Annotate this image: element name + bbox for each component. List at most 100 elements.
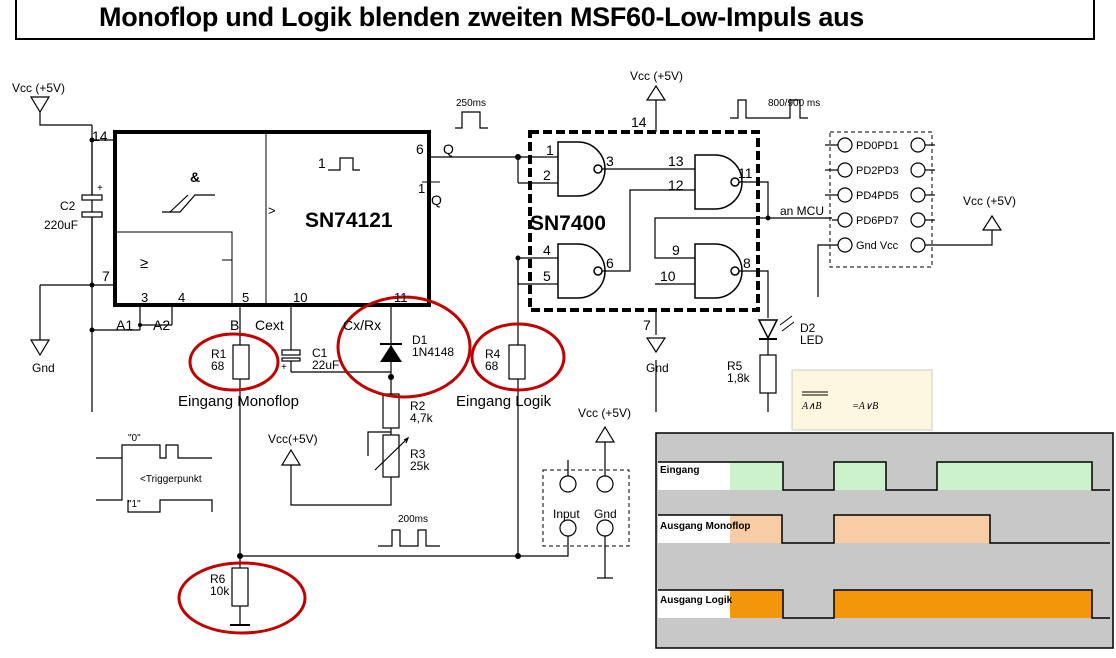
vcc-label-left: Vcc (+5V) — [12, 81, 65, 95]
input-label: Input — [553, 507, 580, 521]
pin7-sn7400: 7 — [643, 317, 651, 333]
chip-sn7400-label: SN7400 — [530, 212, 606, 235]
gate-pin3: 3 — [606, 153, 614, 169]
gate-pin5: 5 — [543, 268, 551, 284]
r3-value: 25k — [410, 459, 430, 473]
formula-left: A∧B — [801, 401, 822, 412]
signal-one-label: "1" — [128, 499, 141, 510]
highlight-d1 — [336, 295, 472, 399]
pin7-sn74121: 7 — [102, 268, 110, 284]
r5-resistor — [759, 354, 777, 394]
r6-name: R6 — [210, 572, 226, 586]
gate-pin11: 11 — [738, 165, 753, 181]
gate-pin13: 13 — [668, 153, 684, 169]
cext-label: Cext — [255, 317, 284, 333]
gate-pin4: 4 — [543, 242, 551, 258]
c2-capacitor — [81, 194, 103, 218]
c2-value: 220uF — [44, 218, 78, 232]
pin10-label: 10 — [293, 290, 307, 305]
vcc-label-top: Vcc (+5V) — [630, 69, 683, 83]
c1-capacitor — [281, 349, 301, 356]
r6-value: 10k — [210, 584, 230, 598]
triggerpunkt-label: <Triggerpunkt — [140, 474, 202, 485]
pulse-250ms: 250ms — [456, 98, 486, 109]
formula-box — [791, 369, 933, 431]
input-connector — [542, 469, 630, 547]
pin1-label: 1 — [418, 181, 425, 196]
c2-name: C2 — [60, 199, 76, 213]
timing-monoflop-label: Ausgang Monoflop — [660, 521, 751, 532]
gnd-connector-label: Gnd — [594, 507, 617, 521]
a2-label: A2 — [153, 317, 170, 333]
vcc-label-input: Vcc (+5V) — [578, 406, 631, 420]
gate-pin2: 2 — [543, 167, 551, 183]
qbar-output-label: Q — [431, 192, 442, 208]
r3-name: R3 — [410, 447, 426, 461]
c1-value: 22uF — [312, 358, 339, 372]
gate-pin8: 8 — [743, 255, 751, 271]
pin14-sn74121: 14 — [92, 128, 108, 144]
eingang-monoflop-label: Eingang Monoflop — [178, 393, 299, 410]
gnd-label-left: Gnd — [32, 361, 55, 375]
r4-resistor — [508, 344, 526, 380]
title-box: Monoflop und Logik blenden zweiten MSF60… — [15, 0, 1095, 40]
page-title: Monoflop und Logik blenden zweiten MSF60… — [99, 2, 864, 32]
pulse-800-900ms: 800/900 ms — [768, 98, 820, 109]
r2-resistor — [382, 393, 400, 429]
cxrx-label: Cx/Rx — [343, 317, 381, 333]
r1-value: 68 — [211, 359, 225, 373]
highlight-r4 — [470, 322, 566, 392]
r4-value: 68 — [485, 359, 499, 373]
pd4pd5-label: PD4PD5 — [856, 190, 899, 202]
pin3-label: 3 — [141, 290, 148, 305]
monoflop-one: 1 — [318, 155, 326, 171]
r3-potentiometer — [382, 434, 400, 478]
gate-pin9: 9 — [672, 242, 680, 258]
formula-right: =A∨B — [852, 401, 878, 412]
clock-symbol: > — [268, 203, 276, 218]
sn7400-chip — [528, 130, 760, 312]
d2-value: LED — [800, 333, 824, 347]
c1-name: C1 — [312, 346, 328, 360]
highlight-r1 — [188, 332, 280, 392]
gate-pin10: 10 — [660, 268, 676, 284]
d1-name: D1 — [412, 333, 428, 347]
pin6-label: 6 — [416, 141, 424, 157]
d2-led — [757, 315, 795, 340]
r6-resistor — [231, 567, 249, 607]
signal-zero-label: "0" — [128, 433, 141, 444]
vcc-label-right: Vcc (+5V) — [963, 194, 1016, 208]
pd6pd7-label: PD6PD7 — [856, 215, 899, 227]
d1-diode — [380, 343, 402, 362]
eingang-logik-label: Eingang Logik — [456, 393, 552, 410]
gate-pin1: 1 — [546, 142, 554, 158]
timing-eingang-label: Eingang — [660, 465, 699, 476]
d1-value: 1N4148 — [412, 345, 454, 359]
a1-label: A1 — [116, 317, 133, 333]
vcc-label-r3: Vcc(+5V) — [268, 432, 318, 446]
timing-diagram — [655, 432, 1114, 649]
or-ge-symbol: ≥ — [140, 255, 148, 272]
mcu-connector — [829, 131, 933, 268]
q-output-label: Q — [443, 141, 454, 157]
r1-name: R1 — [211, 347, 227, 361]
chip-sn74121-label: SN74121 — [305, 209, 393, 232]
r5-name: R5 — [727, 359, 743, 373]
r1-resistor — [232, 344, 250, 380]
pin4-label: 4 — [178, 290, 185, 305]
sn74121-chip — [113, 130, 431, 307]
b-label: B — [230, 317, 239, 333]
pd2pd3-label: PD2PD3 — [856, 165, 899, 177]
pin5-label: 5 — [242, 290, 249, 305]
svg-text:+: + — [97, 183, 103, 194]
gnd-label-mid: Gnd — [646, 361, 669, 375]
highlight-r6 — [177, 561, 307, 635]
r5-value: 1,8k — [727, 371, 751, 385]
gnd-vcc-label: Gnd Vcc — [856, 240, 899, 252]
pin14-sn7400: 14 — [631, 114, 647, 130]
d2-name: D2 — [800, 321, 816, 335]
svg-text:+: + — [281, 362, 287, 373]
pulse-200ms: 200ms — [398, 514, 428, 525]
gate-pin6: 6 — [606, 255, 614, 271]
